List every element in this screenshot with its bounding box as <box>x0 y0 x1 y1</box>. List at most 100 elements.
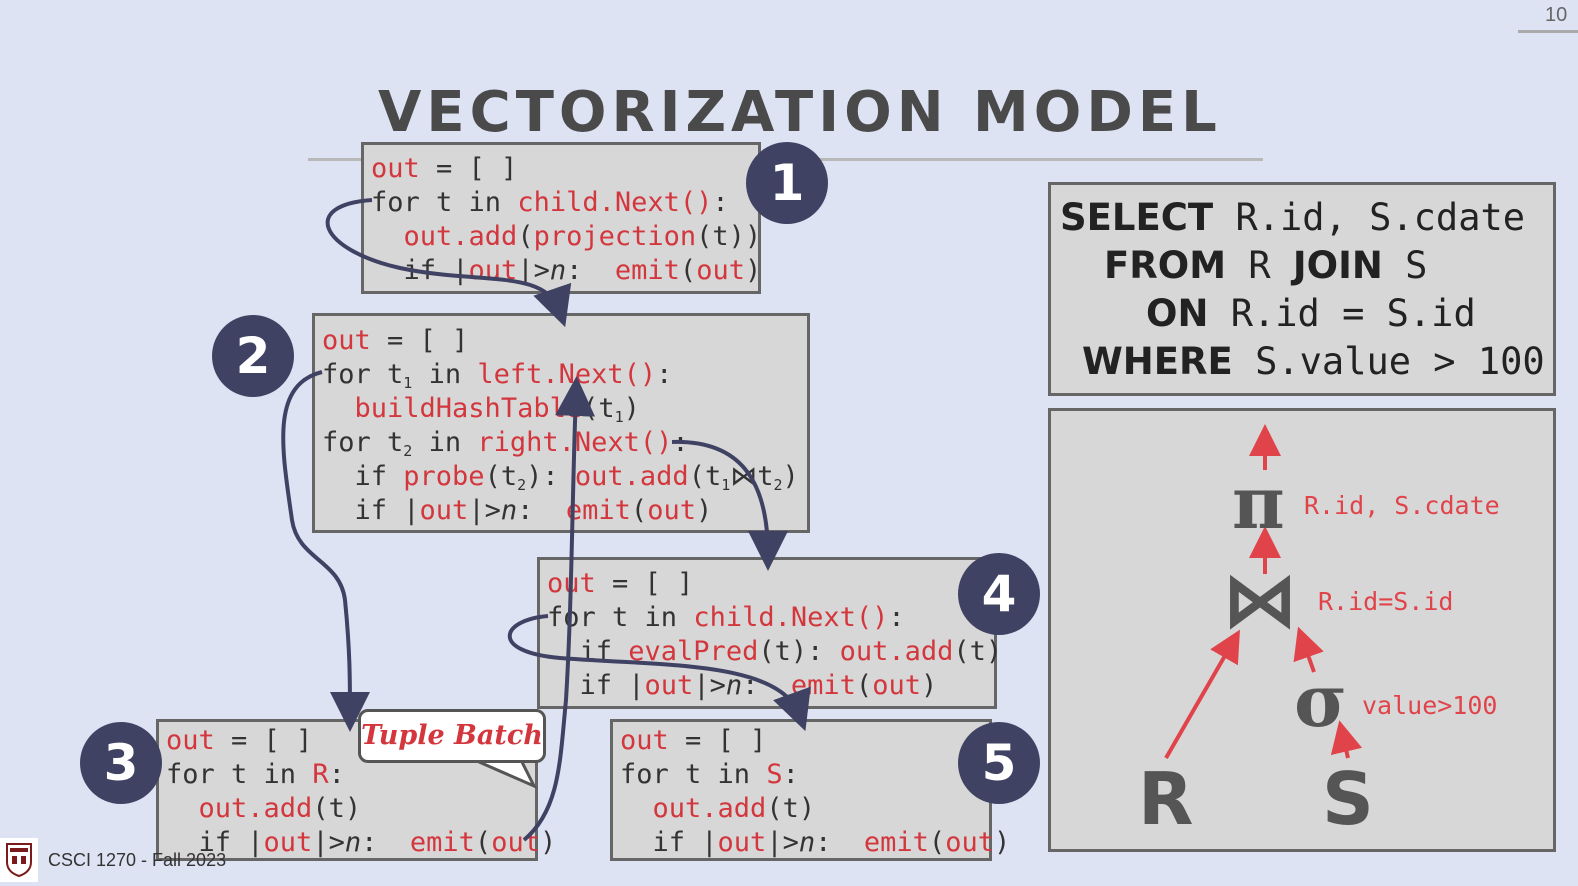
code-text: n <box>549 255 567 286</box>
code-keyword: out <box>644 670 694 701</box>
code-text: 2 <box>517 476 527 494</box>
page-number-underline <box>1518 30 1578 33</box>
join-code: out = [ ]for t1 in left.Next(): buildHas… <box>322 324 799 528</box>
code-text: if <box>547 636 629 667</box>
code-text: 1 <box>721 476 731 494</box>
code-line: for t in R: <box>166 758 556 792</box>
code-keyword: right.Next() <box>477 427 673 458</box>
code-text: (t): <box>758 636 840 667</box>
code-line: if |out|>n: emit(out) <box>371 254 762 288</box>
code-text: if | <box>322 495 420 526</box>
code-text: : <box>815 827 864 858</box>
code-keyword: out <box>872 670 921 701</box>
step-badge-2: 2 <box>212 315 294 397</box>
code-keyword: out.add <box>652 793 767 824</box>
code-text: (t <box>484 461 518 492</box>
code-text: ) <box>782 461 799 492</box>
code-text: (t) <box>953 636 1003 667</box>
code-line: if |out|>n: emit(out) <box>322 494 799 528</box>
scan-s-code: out = [ ]for t in S: out.add(t) if |out|… <box>620 724 1010 860</box>
code-text: for t in <box>620 759 767 790</box>
code-line: out.add(projection(t)) <box>371 220 762 254</box>
code-text: : <box>328 759 345 790</box>
code-text: : <box>656 359 673 390</box>
code-line: for t1 in left.Next(): <box>322 358 799 392</box>
code-text: : <box>517 495 566 526</box>
sql-line-where: WHERE S.value > 100 <box>1082 340 1545 383</box>
code-text: ( <box>928 827 946 858</box>
code-keyword: out <box>322 325 371 356</box>
code-text: in <box>412 359 478 390</box>
code-text: for t in <box>547 602 694 633</box>
code-text <box>322 393 355 424</box>
code-line: out.add(t) <box>620 792 1010 826</box>
sql-line-from: FROM R JOIN S <box>1104 244 1428 287</box>
code-keyword: emit <box>409 827 475 858</box>
code-keyword: left.Next() <box>477 359 657 390</box>
code-text: |> <box>312 827 345 858</box>
code-keyword: emit <box>614 255 680 286</box>
step-badge-3: 3 <box>80 722 162 804</box>
code-text: |> <box>517 255 550 286</box>
code-text: for t <box>322 359 404 390</box>
university-logo <box>0 838 38 882</box>
code-text: if | <box>620 827 718 858</box>
code-text: : <box>742 670 791 701</box>
code-line: if evalPred(t): out.add(t) <box>547 635 1003 669</box>
code-text: 1 <box>614 408 624 426</box>
code-keyword: out <box>717 827 767 858</box>
code-text: ( <box>517 221 534 252</box>
code-text: ( <box>474 827 492 858</box>
tuple-batch-callout: Tuple Batch <box>358 709 546 763</box>
code-keyword: out <box>419 495 469 526</box>
code-text: (t) <box>766 793 816 824</box>
code-keyword: out <box>263 827 313 858</box>
code-line: for t in S: <box>620 758 1010 792</box>
code-text: : <box>712 187 729 218</box>
code-text: for t in <box>371 187 518 218</box>
code-text: n <box>725 670 743 701</box>
code-keyword: out <box>468 255 518 286</box>
code-keyword: out <box>371 153 420 184</box>
code-keyword: evalPred <box>628 636 759 667</box>
code-keyword: projection <box>533 221 697 252</box>
code-text: = [ ] <box>668 725 767 756</box>
code-line: buildHashTable(t1) <box>322 392 799 426</box>
code-text: ( <box>630 495 648 526</box>
code-text: : <box>361 827 410 858</box>
code-text: ( <box>855 670 873 701</box>
code-line: if probe(t2): out.add(t1⋈t2) <box>322 460 799 494</box>
sql-line-on: ON R.id = S.id <box>1146 292 1476 335</box>
code-text <box>371 221 404 252</box>
code-text: n <box>500 495 518 526</box>
code-text: |> <box>693 670 726 701</box>
code-text: if <box>322 461 404 492</box>
step-badge-1: 1 <box>746 142 828 224</box>
code-line: out = [ ] <box>547 567 1002 601</box>
code-keyword: S <box>766 759 783 790</box>
code-text: 2 <box>773 476 783 494</box>
code-text: n <box>798 827 816 858</box>
code-text: : <box>672 427 689 458</box>
code-line: out = [ ] <box>620 724 1010 758</box>
code-keyword: buildHashTable <box>354 393 583 424</box>
code-line: if |out|>n: emit(out) <box>166 826 557 860</box>
code-text: |> <box>766 827 799 858</box>
sql-query-box <box>1048 182 1556 396</box>
code-line: out = [ ] <box>371 152 761 186</box>
step-badge-5: 5 <box>958 722 1040 804</box>
code-text: : <box>566 255 615 286</box>
code-text: (t) <box>312 793 362 824</box>
code-text: ): <box>526 461 575 492</box>
page-number: 10 <box>1545 4 1568 26</box>
code-keyword: emit <box>863 827 929 858</box>
code-text <box>166 793 199 824</box>
code-text: ) <box>744 255 762 286</box>
operator-box-scan-s <box>610 719 992 861</box>
code-text: ) <box>993 827 1011 858</box>
code-text <box>620 793 653 824</box>
code-text: ) <box>623 393 640 424</box>
code-keyword: out <box>647 495 696 526</box>
code-text: in <box>412 427 478 458</box>
code-text: 1 <box>403 374 413 392</box>
